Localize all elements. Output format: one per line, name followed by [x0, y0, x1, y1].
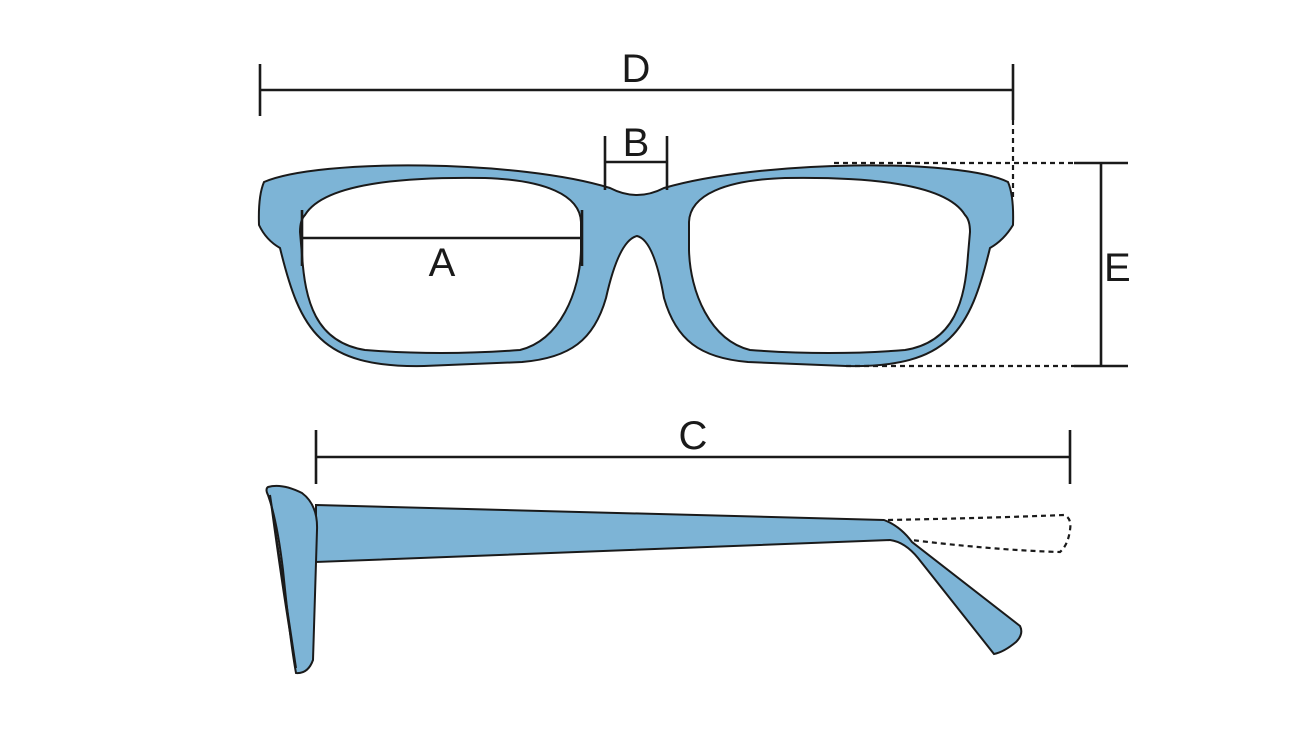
front-frame	[257, 164, 1015, 368]
temple-arm	[315, 503, 1023, 656]
temple-alternate-tip	[887, 513, 1072, 554]
dimension-d-label: D	[622, 47, 651, 91]
side-frame-front	[265, 484, 319, 675]
dimension-a-label: A	[429, 241, 456, 285]
front-view: A B D E	[257, 47, 1131, 368]
dimension-e-label: E	[1104, 246, 1131, 290]
side-view: C	[265, 414, 1072, 675]
dimension-b-label: B	[623, 121, 650, 165]
side-lens-edge	[269, 494, 297, 669]
dimension-c-label: C	[679, 414, 708, 458]
